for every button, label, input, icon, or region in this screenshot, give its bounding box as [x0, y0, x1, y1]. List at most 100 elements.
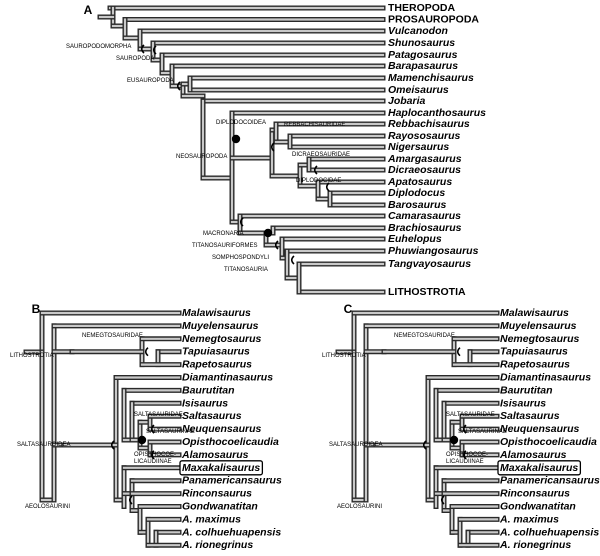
- b-taxon-gondwanatitan: Gondwanatitan: [182, 501, 258, 513]
- clade-a-neosauropoda: NEOSAUROPODA: [176, 154, 227, 160]
- taxon-a-rayososaurus: Rayososaurus: [388, 130, 461, 142]
- c-taxon-muyelensaurus: Muyelensaurus: [500, 320, 577, 332]
- taxon-a-amargasaurus: Amargasaurus: [387, 153, 462, 165]
- b-clade-aeolosaurini: AEOLOSAURINI: [25, 504, 70, 510]
- b-clade-saltasauroidea: SALTASAUROIDEA: [17, 442, 70, 448]
- clade-a-rebbachisauridae: REBBACHISAURIDAE: [284, 122, 345, 128]
- taxon-a-shunosaurus: Shunosaurus: [388, 37, 455, 49]
- b-stem-opisthocoelicaudiinae: [150, 450, 155, 460]
- clade-a-titanosauria: TITANOSAURIA: [224, 267, 268, 273]
- c-stem-saltasauroidea: [422, 440, 427, 450]
- node-titanosauriformes: [263, 228, 273, 238]
- b-clade-opisthocoe: OPISTHOCOE-: [134, 452, 176, 458]
- b-taxon-diamantinasaurus: Diamantinasaurus: [182, 372, 273, 384]
- taxon-a-theropoda: THEROPODA: [388, 2, 456, 14]
- taxon-a-nigersaurus: Nigersaurus: [388, 141, 449, 153]
- b-taxon-isisaurus: Isisaurus: [182, 397, 228, 409]
- c-taxon-a-colhuehuapensis: A. colhuehuapensis: [499, 526, 599, 538]
- c-taxon-maxakalisaurus-box: [497, 460, 582, 476]
- taxon-a-omeisaurus: Omeisaurus: [388, 84, 449, 96]
- b-clade-licaudiinae: LICAUDIINAE: [134, 459, 172, 465]
- taxon-a-phuwiangosaurus: Phuwiangosaurus: [388, 245, 479, 257]
- taxon-a-apatosaurus: Apatosaurus: [387, 176, 452, 188]
- c-taxon-gondwanatitan: Gondwanatitan: [500, 501, 576, 513]
- b-taxon-rinconsaurus: Rinconsaurus: [182, 488, 252, 500]
- b-taxon-malawisaurus: Malawisaurus: [182, 307, 251, 319]
- b-taxon-a-colhuehuapensis: A. colhuehuapensis: [181, 526, 281, 538]
- taxon-a-brachiosaurus: Brachiosaurus: [388, 222, 462, 234]
- taxon-a-tangvayosaurus: Tangvayosaurus: [388, 258, 471, 270]
- c-node-saltasauridae: [449, 435, 459, 445]
- b-taxon-a-rionegrinus: A. rionegrinus: [181, 539, 253, 551]
- b-taxon-neuquensaurus: Neuquensaurus: [182, 423, 262, 435]
- c-taxon-rapetosaurus: Rapetosaurus: [500, 359, 570, 371]
- taxon-a-lithostrotia: LITHOSTROTIA: [388, 286, 466, 298]
- panel-a-label: A: [84, 3, 93, 17]
- stem-titanosauria: [290, 255, 295, 265]
- c-taxon-a-rionegrinus: A. rionegrinus: [499, 539, 571, 551]
- c-stem-nemegtosauridae: [456, 347, 461, 357]
- stem-sauropoda: [152, 45, 157, 55]
- c-taxon-diamantinasaurus: Diamantinasaurus: [500, 372, 591, 384]
- c-clade-saltasauridae: SALTASAURIDAE: [446, 412, 495, 418]
- clade-a-eusauropoda: EUSAUROPODA: [127, 78, 174, 84]
- b-clade-saltasauridae: SALTASAURIDAE: [134, 412, 183, 418]
- b-node-saltasauridae: [137, 435, 147, 445]
- b-stem-saltasauroidea: [110, 440, 115, 450]
- b-taxon-maxakalisaurus-box: [179, 460, 264, 476]
- taxon-a-diplodocus: Diplodocus: [388, 187, 445, 199]
- clade-a-somphospondyli: SOMPHOSPONDYLI: [212, 255, 269, 261]
- c-stem-opisthocoelicaudiinae: [462, 450, 467, 460]
- c-clade-lithostrotia: LITHOSTROTIA: [322, 353, 366, 359]
- taxon-a-camarasaurus: Camarasaurus: [388, 210, 461, 222]
- c-taxon-saltasaurus: Saltasaurus: [500, 410, 560, 422]
- c-taxon-isisaurus: Isisaurus: [500, 397, 546, 409]
- taxon-a-dicraeosaurus: Dicraeosaurus: [388, 164, 461, 176]
- b-stem-aeolosaurini: [128, 495, 133, 505]
- stem-eusauropoda: [176, 81, 181, 91]
- b-stem-nemegtosauridae: [144, 347, 149, 357]
- taxon-a-barapasaurus: Barapasaurus: [388, 60, 458, 72]
- c-taxon-alamosaurus: Alamosaurus: [499, 449, 567, 461]
- node-diplodocoidea: [231, 134, 241, 144]
- c-taxon-baurutitan: Baurutitan: [500, 384, 553, 396]
- b-taxon-a-maximus: A. maximus: [181, 513, 241, 525]
- taxon-a-euhelopus: Euhelopus: [388, 233, 442, 245]
- stem-diplodocidae: [325, 182, 330, 192]
- c-clade-saltasaurinae: SALTASAURINAE: [458, 429, 507, 435]
- taxon-a-mamenchisaurus: Mamenchisaurus: [388, 72, 474, 84]
- taxon-a-rebbachisaurus: Rebbachisaurus: [388, 118, 470, 130]
- c-taxon-panamericansaurus: Panamericansaurus: [500, 475, 600, 487]
- c-taxon-malawisaurus: Malawisaurus: [500, 307, 569, 319]
- c-clade-saltasauroidea: SALTASAUROIDEA: [329, 442, 382, 448]
- clade-a-titanosauriformes: TITANOSAURIFORMES: [192, 243, 258, 249]
- b-stem-saltasaurinae: [150, 424, 155, 434]
- b-clade-saltasaurinae: SALTASAURINAE: [146, 429, 195, 435]
- b-taxon-panamericansaurus: Panamericansaurus: [182, 475, 282, 487]
- panel-b-label: B: [32, 302, 41, 316]
- b-clade-nemegtosauridae: NEMEGTOSAURIDAE: [82, 333, 143, 339]
- clade-a-sauropodomorpha: SAUROPODOMORPHA: [66, 44, 131, 50]
- b-taxon-tapuiasaurus: Tapuiasaurus: [182, 346, 250, 358]
- c-stem-aeolosaurini: [440, 495, 445, 505]
- taxon-a-barosaurus: Barosaurus: [388, 199, 447, 211]
- stem-dicraeosauridae: [313, 165, 318, 175]
- b-taxon-rapetosaurus: Rapetosaurus: [182, 359, 252, 371]
- clade-a-dicraeosauridae: DICRAEOSAURIDAE: [292, 152, 350, 158]
- c-clade-opisthocoe: OPISTHOCOE-: [446, 452, 488, 458]
- stem-sauropodomorpha: [140, 44, 145, 54]
- b-taxon-opisthocoelicaudia: Opisthocoelicaudia: [182, 436, 279, 448]
- clade-a-macronaria: MACRONARIA: [203, 231, 244, 237]
- b-taxon-baurutitan: Baurutitan: [182, 384, 235, 396]
- c-taxon-nemegtosaurus: Nemegtosaurus: [500, 333, 580, 345]
- panel-c-label: C: [344, 302, 353, 316]
- taxon-a-vulcanodon: Vulcanodon: [388, 25, 448, 37]
- c-taxon-rinconsaurus: Rinconsaurus: [500, 488, 570, 500]
- taxon-a-patagosaurus: Patagosaurus: [388, 49, 458, 61]
- c-taxon-tapuiasaurus: Tapuiasaurus: [500, 346, 568, 358]
- clade-a-sauropoda: SAUROPODA: [116, 56, 154, 62]
- c-taxon-neuquensaurus: Neuquensaurus: [500, 423, 580, 435]
- c-clade-licaudiinae: LICAUDIINAE: [446, 459, 484, 465]
- c-clade-nemegtosauridae: NEMEGTOSAURIDAE: [394, 333, 455, 339]
